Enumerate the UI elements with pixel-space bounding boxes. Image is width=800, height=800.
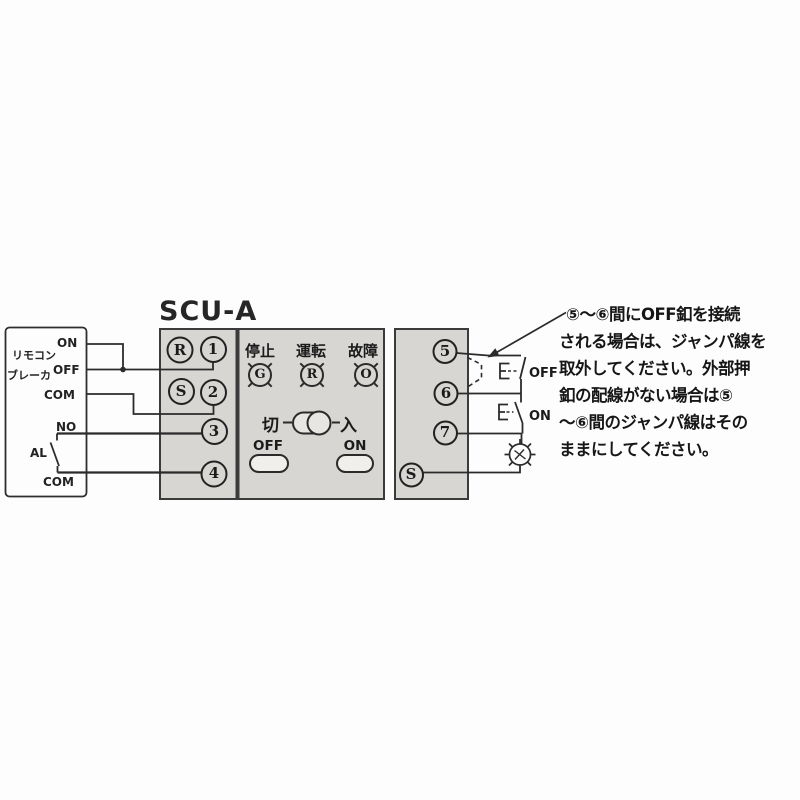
- terminal-6-label: 6: [440, 384, 452, 402]
- note-line-4: 釦の配線がない場合は⑤: [559, 386, 733, 405]
- fault-lamp-icon: [353, 362, 379, 388]
- wire-off-to-terminal1: [86, 362, 214, 371]
- terminal-circles: [166, 336, 459, 488]
- note-line-6: ままにしてください。: [559, 440, 719, 459]
- external-off-button-label: OFF: [529, 366, 558, 381]
- pin-label-no: NO: [56, 420, 77, 434]
- fault-lamp-letter: O: [360, 367, 372, 382]
- switch-off-label: 切: [262, 416, 279, 436]
- note-line-3: 取外してください。外部押: [559, 359, 751, 378]
- indicator-run-label: 運転: [295, 342, 326, 360]
- terminal-4-circle: [200, 460, 228, 488]
- off-button-blade-icon: [519, 356, 527, 380]
- note-line-1: ⑤〜⑥間にOFF釦を接続: [566, 305, 741, 324]
- left-wiring: [49, 343, 215, 474]
- terminal-7-label: 7: [439, 423, 451, 441]
- off-button-actuator-icon: [499, 362, 510, 380]
- terminal-1-circle: [200, 336, 227, 363]
- pin-label-com-top: COM: [44, 388, 75, 402]
- on-button-blade-icon: [514, 401, 524, 434]
- wire-lamp-to-s: [423, 465, 521, 474]
- external-on-button-label: ON: [529, 409, 551, 424]
- indicator-stop-label: 停止: [244, 342, 275, 360]
- pin-label-com-bottom: COM: [43, 475, 74, 489]
- switch-on-label: 入: [340, 416, 357, 436]
- terminal-S2-label: S: [405, 465, 417, 483]
- run-lamp-letter: R: [306, 367, 318, 382]
- remote-box-outline: [4, 326, 88, 498]
- terminal-5-label: 5: [439, 342, 451, 360]
- note-line-2: される場合は、ジャンパ線を: [559, 332, 767, 351]
- wire-on: [86, 343, 124, 370]
- pin-label-off: OFF: [53, 363, 80, 377]
- panel-off-button: [249, 454, 289, 473]
- alarm-lamp-icon: [504, 439, 536, 467]
- right-wiring: [423, 352, 527, 474]
- remote-box-label-line2: ブレーカ: [7, 369, 51, 382]
- terminal-3-circle: [201, 418, 228, 445]
- on-button-actuator-icon: [498, 403, 508, 421]
- panel-on-button: [336, 454, 374, 473]
- pin-label-on: ON: [57, 336, 78, 350]
- power-rocker-switch-icon: [283, 410, 340, 436]
- stop-lamp-letter: G: [254, 367, 266, 382]
- note-line-5: 〜⑥間のジャンパ線はその: [559, 413, 748, 432]
- terminal-2-circle: [200, 379, 227, 406]
- terminal-6-circle: [433, 381, 459, 406]
- wire-terminal5: [456, 352, 521, 357]
- terminal-S-circle: [168, 378, 195, 405]
- terminal-R-label: R: [173, 341, 187, 359]
- terminal-R-circle: [166, 336, 194, 364]
- indicator-lamps: [247, 362, 379, 388]
- terminal-S-label: S: [175, 382, 187, 400]
- al-switch-blade-icon: [49, 442, 60, 473]
- unit-title: SCU-A: [159, 296, 258, 327]
- terminal-7-circle: [433, 420, 458, 446]
- terminal-3-label: 3: [208, 422, 220, 440]
- terminal-2-label: 2: [207, 383, 219, 401]
- remote-box-label-line1: リモコン: [12, 349, 56, 362]
- run-lamp-icon: [299, 362, 325, 388]
- wire-com-to-terminal2: [86, 393, 215, 415]
- wire-junction-dot: [120, 366, 126, 373]
- jumper-wire-dashed: [467, 356, 483, 388]
- indicator-fault-label: 故障: [347, 342, 378, 360]
- terminal-4-label: 4: [208, 464, 220, 482]
- stop-lamp-icon: [247, 362, 273, 388]
- note-leader-arrow: [487, 311, 567, 358]
- terminal-1-label: 1: [207, 340, 219, 358]
- pin-label-al: AL: [30, 446, 47, 460]
- terminal-S2-circle: [399, 462, 424, 488]
- panel-on-button-label: ON: [343, 438, 367, 454]
- terminal-5-circle: [432, 339, 458, 364]
- panel-off-button-label: OFF: [253, 438, 283, 454]
